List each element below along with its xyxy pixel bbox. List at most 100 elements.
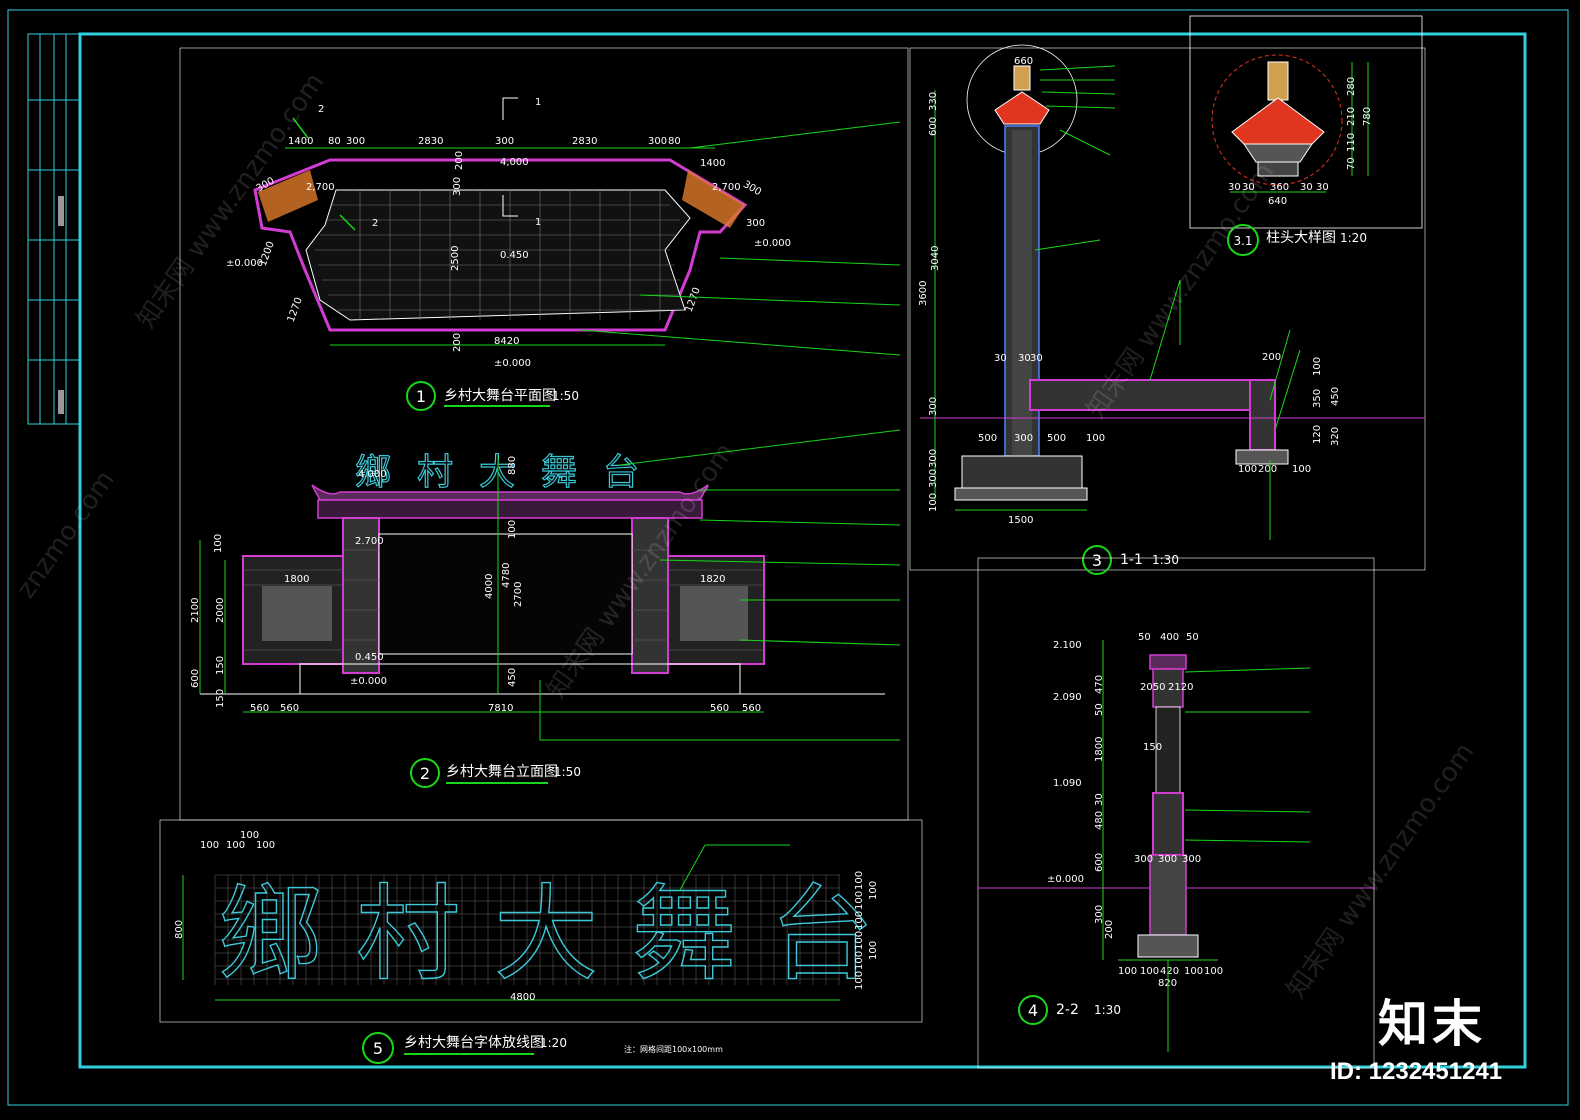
detail31-view-title: 柱头大样图 bbox=[1266, 230, 1336, 246]
elev-dim-450: 450 bbox=[507, 668, 518, 687]
elev-level-4000: 4.000 bbox=[358, 469, 387, 480]
plan-dim-200b: 200 bbox=[452, 333, 463, 352]
plan-dim-300d: 300 bbox=[452, 177, 463, 196]
elev-dim-560a: 560 bbox=[250, 703, 269, 714]
plan-dim-right-wing: 2,700 bbox=[712, 182, 741, 193]
plan-dim-3: 300 bbox=[346, 136, 365, 147]
s22-dim-2120: 2120 bbox=[1168, 682, 1193, 693]
s11-dim-3600: 3600 bbox=[918, 281, 929, 306]
plan-dim-bottom: 8420 bbox=[494, 336, 519, 347]
d31-dim-30b: 30 bbox=[1242, 182, 1255, 193]
lettering-dim-r5: 100 bbox=[854, 951, 865, 970]
s22-dim-100a: 100 bbox=[1118, 966, 1137, 977]
elev-dim-1800: 1800 bbox=[284, 574, 309, 585]
elev-dim-600: 600 bbox=[190, 669, 201, 688]
section11-view-title: 1-1 bbox=[1120, 552, 1143, 568]
d31-dim-30a: 30 bbox=[1228, 182, 1241, 193]
elev-dim-1820: 1820 bbox=[700, 574, 725, 585]
plan-elev-bottom: ±0.000 bbox=[494, 358, 531, 369]
plan-view-number: 1 bbox=[416, 387, 426, 406]
s11-dim-320: 320 bbox=[1330, 427, 1341, 446]
s11-dim-300d: 300 bbox=[928, 469, 939, 488]
lettering-dim-r2: 100 bbox=[854, 891, 865, 910]
lettering-dim-r6: 100 bbox=[854, 971, 865, 990]
lettering-view-number: 5 bbox=[373, 1039, 383, 1058]
d31-dim-640: 640 bbox=[1268, 196, 1287, 207]
elev-dim-total: 7810 bbox=[488, 703, 513, 714]
lettering-dim-width: 4800 bbox=[510, 992, 535, 1003]
s22-dim-300a: 300 bbox=[1134, 854, 1153, 865]
plan-dim-7: 300 bbox=[648, 136, 667, 147]
s22-dim-420: 420 bbox=[1160, 966, 1179, 977]
s11-dim-100b: 100 bbox=[928, 493, 939, 512]
lettering-dim-r7: 100 bbox=[868, 881, 879, 900]
view-panel-section11 bbox=[909, 47, 1426, 571]
s11-dim-300b: 300 bbox=[1014, 433, 1033, 444]
s11-dim-30a: 30 bbox=[994, 353, 1007, 364]
lettering-dim-r3: 100 bbox=[854, 911, 865, 930]
s11-capital-dim-660: 660 bbox=[1014, 56, 1033, 67]
s22-dim-30: 30 bbox=[1094, 793, 1105, 806]
s11-dim-30c: 30 bbox=[1030, 353, 1043, 364]
s11-dim-100c: 100 bbox=[1312, 357, 1323, 376]
plan-dim-8: 80 bbox=[668, 136, 681, 147]
elev-dim-2000: 2000 bbox=[215, 598, 226, 623]
elevation-view: 鄉村大舞台 7810 560 560 560 560 2100 2000 bbox=[190, 429, 901, 788]
s22-dim-200: 200 bbox=[1104, 920, 1115, 939]
lettering-view-title: 乡村大舞台字体放线图 bbox=[404, 1035, 544, 1051]
s11-dim-450: 450 bbox=[1330, 387, 1341, 406]
lettering-dim-100c: 100 bbox=[240, 830, 259, 841]
outer-border bbox=[7, 9, 1569, 1106]
lettering-dim-r8: 100 bbox=[868, 941, 879, 960]
plan-view-title: 乡村大舞台平面图 bbox=[444, 388, 556, 404]
elev-dim-560b: 560 bbox=[280, 703, 299, 714]
plan-dim-5: 300 bbox=[495, 136, 514, 147]
drawing-frame bbox=[78, 32, 1527, 1069]
elev-dim-4000: 4000 bbox=[484, 574, 495, 599]
s11-dim-600: 600 bbox=[928, 117, 939, 136]
s11-dim-120: 120 bbox=[1312, 425, 1323, 444]
detail-3-1-view: 30 30 360 30 30 640 280 210 780 110 70 6… bbox=[1014, 15, 1423, 256]
elev-dim-880: 880 bbox=[507, 456, 518, 475]
s22-dim-300: 300 bbox=[1094, 905, 1105, 924]
d31-dim-30d: 30 bbox=[1316, 182, 1329, 193]
s22-dim-50a: 50 bbox=[1138, 632, 1151, 643]
plan-dim-300c: 300 bbox=[746, 218, 765, 229]
s11-dim-200: 200 bbox=[1262, 352, 1281, 363]
s22-dim-50c: 50 bbox=[1094, 703, 1105, 716]
s22-dim-1800: 1800 bbox=[1094, 737, 1105, 762]
s11-dim-300a: 300 bbox=[928, 397, 939, 416]
lettering-footnote: 注：网格间距100x100mm bbox=[624, 1044, 723, 1054]
s11-dim-350: 350 bbox=[1312, 389, 1323, 408]
plan-dim-6: 2830 bbox=[572, 136, 597, 147]
plan-view-scale: 1:50 bbox=[552, 389, 579, 403]
plan-dim-1: 1400 bbox=[288, 136, 313, 147]
plan-outline bbox=[253, 158, 748, 332]
s22-dim-150: 150 bbox=[1143, 742, 1162, 753]
s22-dim-600: 600 bbox=[1094, 853, 1105, 872]
s22-elev-0000: ±0.000 bbox=[1047, 874, 1084, 885]
view-panel-detail31 bbox=[1189, 15, 1423, 229]
elevation-view-scale: 1:50 bbox=[554, 765, 581, 779]
stage-floor bbox=[305, 189, 691, 321]
s22-dim-50b: 50 bbox=[1186, 632, 1199, 643]
elev-dim-560c: 560 bbox=[710, 703, 729, 714]
view-panel-section22 bbox=[977, 557, 1375, 1069]
lettering-dim-100b: 100 bbox=[226, 840, 245, 851]
watermark-4: 知末网 www.znzmo.com bbox=[1281, 738, 1480, 1004]
plan-section-2-bottom: 2 bbox=[372, 218, 378, 229]
detail31-view-number: 3.1 bbox=[1233, 234, 1252, 248]
plan-elev-right: ±0.000 bbox=[754, 238, 791, 249]
d31-dim-110: 110 bbox=[1346, 133, 1357, 152]
brand-logo: 知末 bbox=[1378, 995, 1486, 1053]
section11-view-scale: 1:30 bbox=[1152, 553, 1179, 567]
elev-dim-150b: 150 bbox=[215, 689, 226, 708]
plan-dim-left-wing: 2,700 bbox=[306, 182, 335, 193]
d31-dim-210: 210 bbox=[1346, 107, 1357, 126]
lettering-view-scale: 1:20 bbox=[540, 1036, 567, 1050]
s22-dim-480: 480 bbox=[1094, 811, 1105, 830]
elevation-view-title: 乡村大舞台立面图 bbox=[446, 764, 558, 780]
s11-dim-330: 330 bbox=[928, 92, 939, 111]
plan-view: 1400 80 300 2830 300 2830 300 80 1400 4,… bbox=[179, 47, 909, 821]
